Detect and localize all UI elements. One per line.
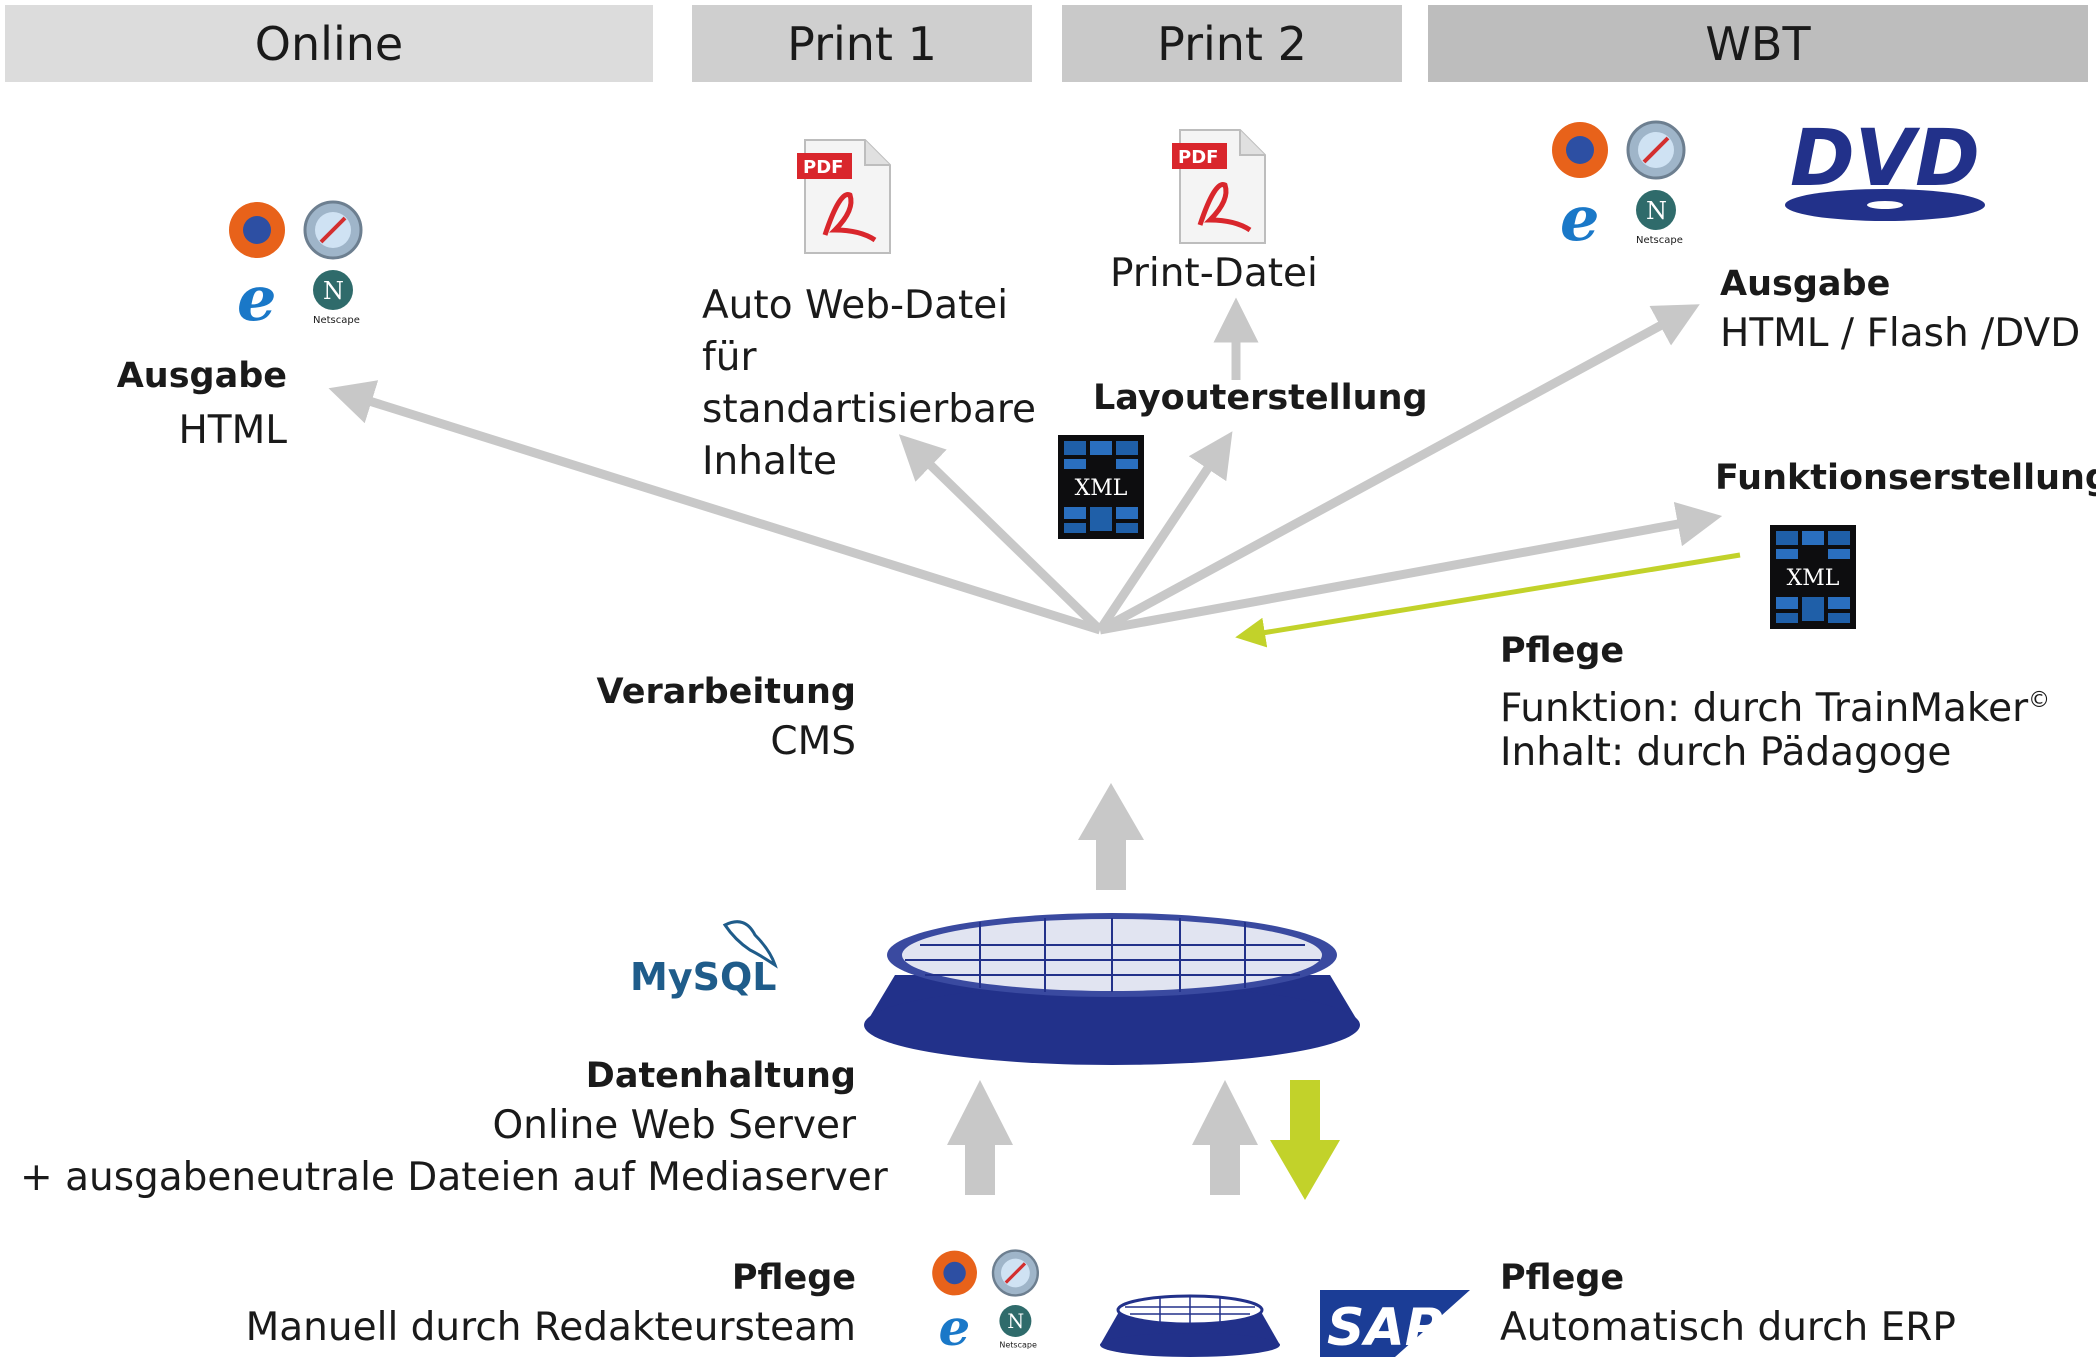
pflege-wbt-line1-text: Funktion: durch TrainMaker (1500, 686, 2029, 731)
arrow-to-online (328, 380, 1102, 635)
header-print2: Print 2 (1062, 5, 1402, 82)
arrow-erp-to-db (1192, 1080, 1258, 1195)
header-online: Online (5, 5, 653, 82)
wbt-step: Funktionserstellung (1715, 458, 2096, 498)
browser-icons-manual: e N Netscape (915, 1245, 1055, 1357)
svg-text:MySQL: MySQL (630, 955, 776, 999)
svg-text:Netscape: Netscape (999, 1340, 1037, 1349)
browser-icons-online: e N Netscape (225, 195, 365, 335)
netscape-icon (313, 270, 353, 310)
print1-line2: für (702, 335, 757, 380)
svg-text:PDF: PDF (1178, 147, 1218, 168)
datenhaltung-line2: + ausgabeneutrale Dateien auf Mediaserve… (20, 1155, 888, 1200)
svg-text:XML: XML (1075, 476, 1128, 501)
svg-text:N: N (1007, 1310, 1024, 1333)
pflege-auto-title: Pflege (1500, 1258, 1625, 1298)
arrow-to-wbt (1097, 304, 1700, 634)
svg-text:PDF: PDF (803, 157, 843, 178)
arrow-manual-to-db (947, 1080, 1013, 1195)
print1-line1: Auto Web-Datei (702, 283, 1009, 328)
ie-icon: e (939, 1298, 971, 1357)
dvd-text: DVD (1790, 114, 1980, 204)
database-main (864, 913, 1360, 1065)
ie-icon: e (237, 262, 276, 335)
header-print1: Print 1 (692, 5, 1032, 82)
pflege-manual-text: Manuell durch Redakteursteam (245, 1305, 856, 1350)
arrow-pflege-green (1235, 552, 1741, 648)
print2-file: Print-Datei (1110, 251, 1318, 296)
svg-text:XML: XML (1787, 566, 1840, 591)
svg-text:N: N (323, 277, 344, 305)
xml-icon-layout: XML (1058, 435, 1144, 539)
pflege-manual-title: Pflege (731, 1258, 856, 1298)
verarbeitung-text: CMS (770, 719, 856, 764)
svg-text:N: N (1646, 197, 1667, 225)
browser-icons-wbt: e N Netscape (1548, 115, 1688, 255)
netscape-icon (999, 1305, 1032, 1337)
datenhaltung-line1: Online Web Server (492, 1103, 856, 1148)
pflege-auto-text: Automatisch durch ERP (1500, 1305, 1956, 1350)
xml-icon-function: XML (1770, 525, 1856, 629)
svg-text:Netscape: Netscape (1636, 235, 1683, 246)
print1-line4: Inhalte (702, 439, 837, 484)
arrow-to-function (1099, 501, 1723, 635)
pflege-wbt-line2: Inhalt: durch Pädagoge (1500, 730, 1952, 775)
distribution-arrows (328, 297, 1723, 635)
svg-text:SAP: SAP (1327, 1298, 1443, 1357)
print1-line3: standartisierbare (702, 387, 1037, 432)
svg-text:Netscape: Netscape (313, 315, 360, 326)
arrow-to-print1 (898, 434, 1104, 634)
arrow-db-to-erp (1270, 1080, 1340, 1200)
pflege-wbt-title: Pflege (1500, 631, 1625, 671)
dvd-logo: DVD (1785, 114, 1985, 221)
verarbeitung-title: Verarbeitung (596, 672, 856, 712)
arrow-db-to-cms (1078, 783, 1144, 890)
netscape-icon (1636, 190, 1676, 230)
pdf-icon-print1: PDF (795, 135, 895, 261)
online-text: HTML (178, 408, 287, 453)
arrow-to-layout (1096, 431, 1233, 633)
database-small (1100, 1294, 1280, 1357)
mysql-logo: MySQL (630, 920, 778, 999)
pdf-icon-print2: PDF (1170, 125, 1270, 251)
ie-icon: e (1560, 182, 1599, 255)
header-wbt: WBT (1428, 5, 2088, 82)
wbt-title: Ausgabe (1720, 264, 1891, 304)
datenhaltung-title: Datenhaltung (585, 1056, 856, 1096)
pflege-wbt-line1: Funktion: durch TrainMaker© (1500, 675, 2050, 735)
sap-logo: SAP (1320, 1290, 1470, 1357)
print2-step: Layouterstellung (1093, 378, 1428, 418)
online-title: Ausgabe (116, 356, 287, 396)
wbt-text: HTML / Flash /DVD (1720, 311, 2081, 356)
copyright-mark: © (2028, 688, 2051, 713)
